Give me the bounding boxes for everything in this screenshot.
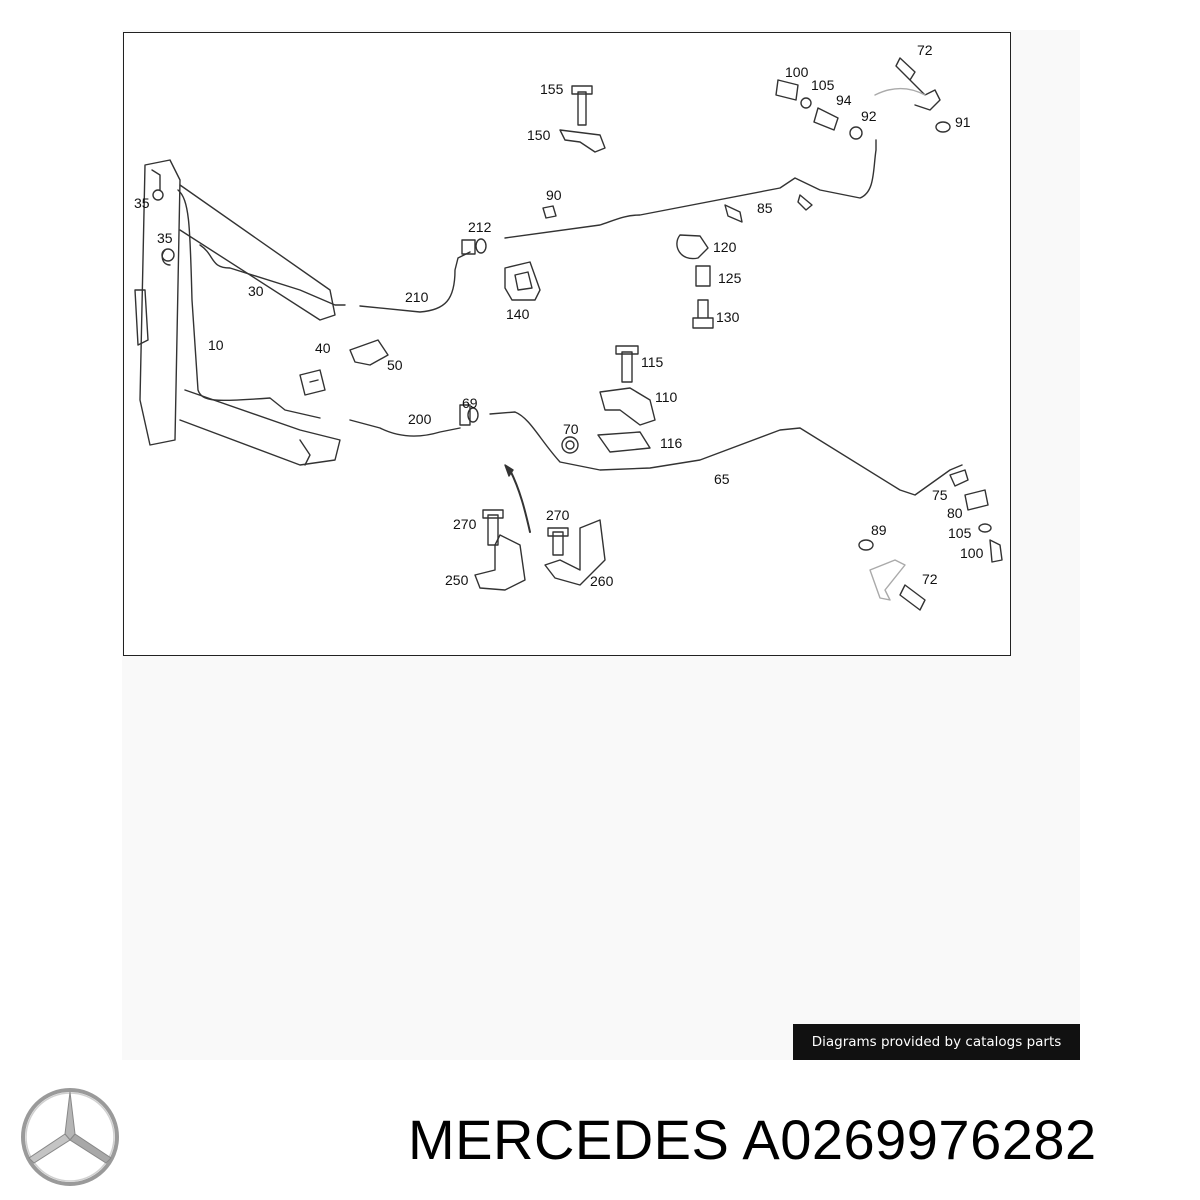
bolt-130 xyxy=(692,299,714,329)
callout: 10 xyxy=(208,337,224,353)
bracket-110 xyxy=(599,387,656,426)
bolt-270-right xyxy=(547,527,569,556)
callout: 210 xyxy=(405,289,429,305)
callout-labels: 155 150 100 105 94 92 72 91 35 35 30 90 … xyxy=(134,42,984,589)
callout: 72 xyxy=(917,42,933,58)
part-number: A0269976282 xyxy=(742,1108,1097,1171)
line-10 xyxy=(177,189,321,419)
clip-150 xyxy=(559,129,606,153)
line-65 xyxy=(489,411,963,496)
callout: 116 xyxy=(660,435,683,451)
callout: 150 xyxy=(527,127,551,143)
parts-diagram xyxy=(123,32,1011,656)
callout: 100 xyxy=(785,64,809,80)
diagram-credit-banner: Diagrams provided by catalogs parts xyxy=(793,1024,1080,1060)
callout: 72 xyxy=(922,571,938,587)
spacer-125 xyxy=(695,265,711,287)
line-210 xyxy=(359,251,471,313)
bolt-155 xyxy=(571,85,593,126)
callout: 35 xyxy=(157,230,173,246)
callout: 270 xyxy=(453,516,477,532)
bolt-72 xyxy=(895,57,941,111)
callout: 50 xyxy=(387,357,403,373)
brand-name: MERCEDES xyxy=(408,1108,730,1171)
callout: 250 xyxy=(445,572,469,588)
callout: 100 xyxy=(960,545,984,561)
callout: 125 xyxy=(718,270,742,286)
callout: 212 xyxy=(468,219,492,235)
direction-arrow xyxy=(509,469,531,533)
callout: 105 xyxy=(811,77,835,93)
callout: 110 xyxy=(655,389,678,405)
callout: 75 xyxy=(932,487,948,503)
clip-50 xyxy=(349,339,389,366)
callout: 155 xyxy=(540,81,564,97)
callout: 94 xyxy=(836,92,852,108)
bracket-260 xyxy=(544,519,606,586)
callout: 89 xyxy=(871,522,887,538)
fitting-100 xyxy=(775,79,799,101)
callout: 200 xyxy=(408,411,432,427)
clip-40 xyxy=(299,369,326,396)
condenser-assembly xyxy=(134,159,341,466)
callout: 40 xyxy=(315,340,331,356)
callout: 140 xyxy=(506,306,530,322)
callout: 35 xyxy=(134,195,150,211)
diagram-drawing: 155 150 100 105 94 92 72 91 35 35 30 90 … xyxy=(134,42,1003,611)
line-200 xyxy=(349,419,461,437)
bolt-72-bottom xyxy=(899,584,926,611)
bracket-250 xyxy=(474,534,526,591)
callout: 115 xyxy=(641,354,664,370)
callout: 90 xyxy=(546,187,562,203)
bolt-270-left xyxy=(482,509,504,546)
callout: 85 xyxy=(757,200,773,216)
clamp-120 xyxy=(676,234,709,260)
callout: 92 xyxy=(861,108,877,124)
line-85 xyxy=(504,139,877,239)
bracket-116 xyxy=(597,431,651,453)
callout: 91 xyxy=(955,114,971,130)
callout: 260 xyxy=(590,573,614,589)
callout: 270 xyxy=(546,507,570,523)
callout: 105 xyxy=(948,525,972,541)
mercedes-star-logo xyxy=(21,1088,119,1186)
clip-140 xyxy=(504,261,541,301)
callout: 30 xyxy=(248,283,264,299)
callout: 130 xyxy=(716,309,740,325)
bolt-115 xyxy=(615,345,639,383)
fitting-94 xyxy=(813,107,839,131)
callout: 80 xyxy=(947,505,963,521)
part-title: MERCEDES A0269976282 xyxy=(408,1107,1097,1172)
callout: 65 xyxy=(714,471,730,487)
callout: 70 xyxy=(563,421,579,437)
line-30 xyxy=(199,244,346,306)
callout: 69 xyxy=(462,395,478,411)
callout: 120 xyxy=(713,239,737,255)
